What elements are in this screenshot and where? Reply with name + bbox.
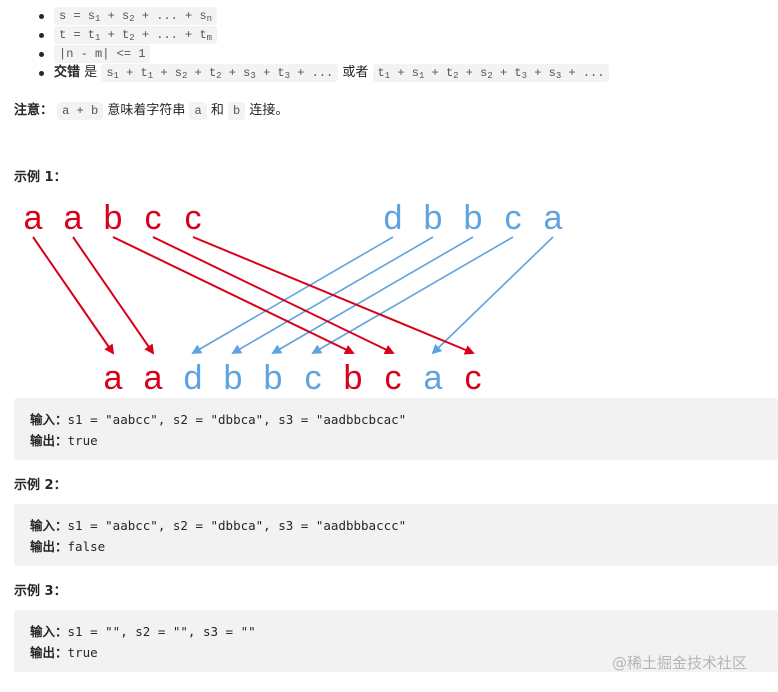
watermark: @稀土掘金技术社区: [612, 654, 748, 672]
mapping-arrow: [271, 236, 474, 355]
s3-letter: c: [305, 359, 322, 395]
example-1-title: 示例 1：: [14, 170, 67, 185]
s1-letter: c: [185, 199, 202, 237]
s-formula: s = s1 + s2 + ... + sn: [54, 7, 218, 25]
s2-letter: b: [424, 199, 443, 237]
connector-text: 是: [84, 65, 98, 80]
note-label: 注意：: [14, 103, 54, 118]
example-3-output: 输出：true: [30, 645, 98, 660]
s3-letter: a: [144, 359, 163, 395]
note-text-3: 连接。: [249, 103, 289, 118]
s3-letter: a: [104, 359, 123, 395]
example-2-block: 输入：s1 = "aabcc", s2 = "dbbca", s3 = "aad…: [14, 504, 778, 566]
example-3-input: 输入：s1 = "", s2 = "", s3 = "": [30, 624, 256, 639]
note-code-concat: a + b: [57, 102, 104, 120]
bullet-t-definition: t = t1 + t2 + ... + tm: [0, 25, 609, 44]
length-constraint: |n - m| <= 1: [54, 45, 151, 63]
interleave-option-b: t1 + s1 + t2 + s2 + t3 + s3 + ...: [372, 64, 610, 82]
s1-letter: c: [145, 199, 162, 237]
example-1-output: 输出：true: [30, 433, 98, 448]
interleave-label: 交错: [54, 65, 81, 80]
s3-letter: a: [424, 359, 443, 395]
s3-letter: b: [224, 359, 243, 395]
note-code-a: a: [189, 102, 207, 120]
note-code-b: b: [227, 102, 246, 120]
mapping-arrow: [431, 236, 554, 355]
example-1-block: 输入：s1 = "aabcc", s2 = "dbbca", s3 = "aad…: [14, 398, 778, 460]
s3-letter: c: [465, 359, 482, 395]
s2-letter: c: [505, 199, 522, 237]
mapping-arrow: [72, 236, 155, 355]
example-3-title: 示例 3：: [14, 584, 67, 599]
bullet-s-definition: s = s1 + s2 + ... + sn: [0, 6, 609, 25]
s1-letter: a: [24, 199, 43, 237]
bullet-length-constraint: |n - m| <= 1: [0, 44, 609, 63]
s2-letter: b: [464, 199, 483, 237]
example-1-input: 输入：s1 = "aabcc", s2 = "dbbca", s3 = "aad…: [30, 412, 407, 427]
s3-letter: b: [344, 359, 363, 395]
note-text-1: 意味着字符串: [107, 103, 186, 118]
note-paragraph: 注意： a + b 意味着字符串 a 和 b 连接。: [14, 101, 288, 121]
mapping-arrow: [32, 236, 115, 355]
s1-letter: a: [64, 199, 83, 237]
s3-letter: c: [385, 359, 402, 395]
s2-letter: a: [544, 199, 563, 237]
s1-letter: b: [104, 199, 123, 237]
s3-letter: b: [264, 359, 283, 395]
example-2-input: 输入：s1 = "aabcc", s2 = "dbbca", s3 = "aad…: [30, 518, 407, 533]
mapping-arrow: [192, 236, 475, 355]
s3-letter: d: [184, 359, 203, 395]
example-2-title: 示例 2：: [14, 478, 67, 493]
example-3-block: 输入：s1 = "", s2 = "", s3 = "" 输出：true: [14, 610, 778, 672]
s2-letter: d: [384, 199, 403, 237]
mapping-arrow: [112, 236, 355, 355]
or-text: 或者: [342, 65, 369, 80]
example-2-output: 输出：false: [30, 539, 106, 554]
bullet-interleave-definition: 交错 是 s1 + t1 + s2 + t2 + s3 + t3 + ... 或…: [0, 63, 610, 82]
mapping-arrow: [152, 236, 395, 355]
note-text-2: 和: [210, 103, 224, 118]
mapping-arrow: [311, 236, 514, 355]
t-formula: t = t1 + t2 + ... + tm: [54, 26, 218, 44]
interleave-option-a: s1 + t1 + s2 + t2 + s3 + t3 + ...: [101, 64, 339, 82]
definition-list: s = s1 + s2 + ... + sn t = t1 + t2 + ...…: [0, 6, 610, 82]
mapping-arrow: [191, 236, 394, 355]
